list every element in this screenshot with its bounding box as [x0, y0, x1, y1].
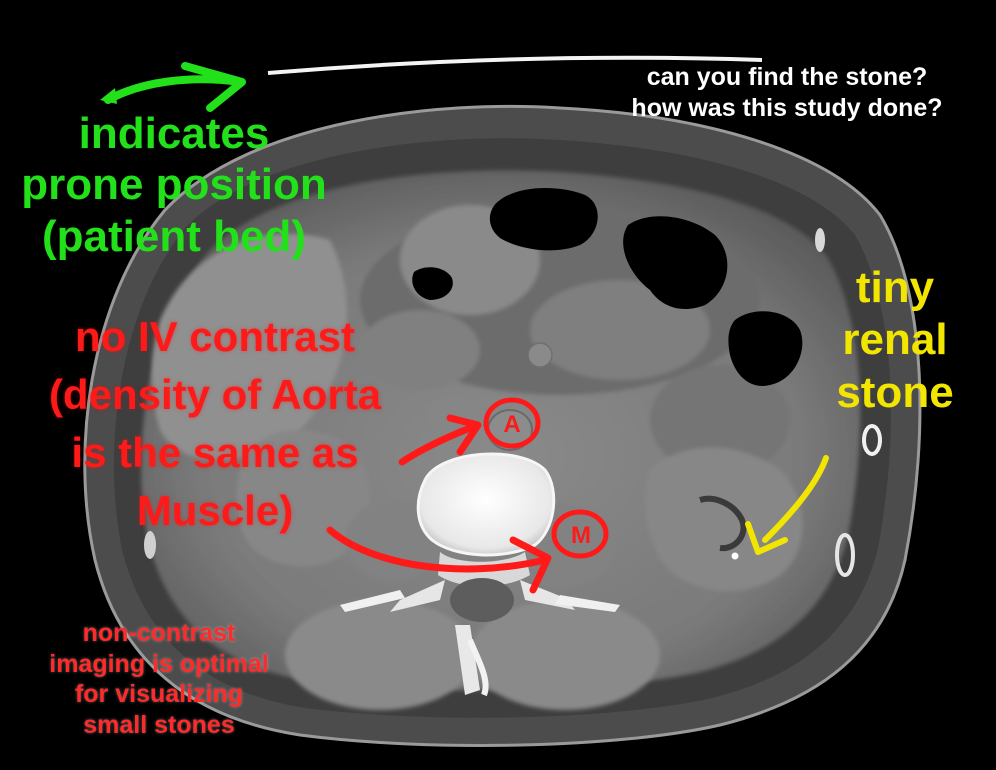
aorta-marker: A	[503, 411, 520, 438]
contrast-note-line: Muscle)	[136, 486, 294, 534]
contrast-note-line: (density of Aorta	[48, 370, 382, 418]
optimal-note-line: for visualizing	[74, 680, 244, 708]
red-arrow-aorta	[398, 424, 474, 466]
stone-note: tiny renal stone	[820, 262, 970, 419]
contrast-note: no IV contrast (density of Aorta is the …	[20, 308, 410, 540]
vertebral-body	[416, 452, 556, 557]
prone-note-line: indicates	[78, 109, 270, 158]
muscle-marker-circle	[551, 509, 609, 559]
yellow-arrow	[762, 455, 829, 543]
question-text: can you find the stone? how was this stu…	[592, 62, 982, 123]
optimal-note-line: imaging is optimal	[49, 649, 269, 678]
optimal-note-line: non-contrast	[82, 619, 236, 647]
prone-note-line: (patient bed)	[42, 211, 306, 261]
left-kidney	[645, 447, 803, 592]
contrast-note-line: no IV contrast	[74, 313, 356, 360]
muscle-marker: M	[571, 522, 591, 549]
question-line: can you find the stone?	[646, 63, 928, 91]
optimal-note: non-contrast imaging is optimal for visu…	[14, 618, 304, 740]
aorta-marker-circle	[483, 397, 541, 449]
optimal-note-line: small stones	[83, 710, 235, 739]
prone-note: indicates prone position (patient bed)	[0, 108, 348, 262]
prone-note-line: prone position	[21, 160, 327, 210]
stone-note-line: stone	[836, 367, 954, 417]
patient-bed-line	[267, 55, 763, 75]
renal-stone	[731, 552, 739, 560]
liver	[151, 233, 347, 460]
red-arrow-muscle	[326, 526, 549, 573]
stone-note-line: renal	[842, 315, 948, 365]
question-line: how was this study done?	[631, 93, 943, 122]
stone-note-line: tiny	[855, 263, 935, 312]
bowel-gas	[489, 188, 598, 251]
contrast-note-line: is the same as	[71, 428, 359, 476]
